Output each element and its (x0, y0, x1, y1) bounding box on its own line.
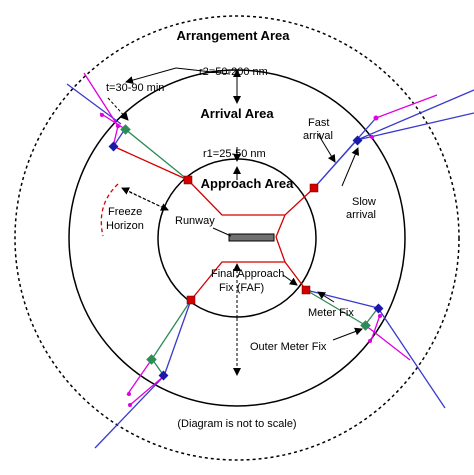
footnote-label: (Diagram is not to scale) (177, 418, 296, 430)
r2-range-label: r2=50-200 nm (199, 66, 268, 78)
meter-fixes (108, 135, 384, 381)
freeze-horizon-arc (100, 183, 119, 237)
aircraft-dots (100, 113, 382, 407)
faf-label-line1: Final Approach (211, 268, 284, 280)
faf-label-line2: Fix (FAF) (219, 282, 264, 294)
freeze-horizon-label-line1: Freeze (108, 206, 142, 218)
freeze-horizon-label-line2: Horizon (106, 220, 144, 232)
ne-arm (313, 89, 474, 189)
t-range-label: t=30-90 min (106, 82, 164, 94)
outer-meter-fix-label: Outer Meter Fix (250, 341, 327, 353)
fast-arrival-label-line1: Fast (308, 117, 329, 129)
arrival-area-label: Arrival Area (200, 106, 274, 121)
slow-arrival-label-line2: arrival (346, 209, 376, 221)
runway-leader (212, 227, 232, 237)
arrangement-area-label: Arrangement Area (177, 28, 291, 43)
arrangement-ring (14, 15, 460, 461)
runway-label: Runway (175, 215, 215, 227)
approach-area-label: Approach Area (201, 176, 294, 191)
approach-routes (187, 179, 315, 301)
faf-fixes (183, 175, 319, 305)
outer-meter-fixes (120, 124, 371, 365)
runway-symbol (228, 233, 275, 242)
se-arm (305, 289, 446, 409)
r1-range-label: r1=25-50 nm (203, 148, 266, 160)
meter-fix-label: Meter Fix (308, 307, 354, 319)
fast-arrival-label-line2: arrival (303, 130, 333, 142)
slow-arrival-label-line1: Slow (352, 196, 376, 208)
leader-arrows (107, 67, 363, 376)
